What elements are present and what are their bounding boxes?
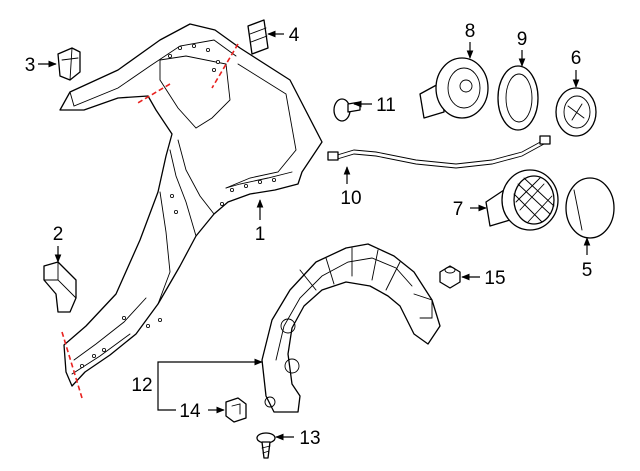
callout-1: 1	[255, 224, 266, 245]
leader-12	[157, 358, 263, 380]
quarter-panel[interactable]	[59, 23, 323, 387]
leader-lines	[38, 30, 591, 441]
bracket-2[interactable]	[43, 261, 77, 313]
fuel-filler-housing[interactable]	[419, 57, 489, 119]
callout-9: 9	[517, 29, 528, 50]
cut-line-pillar	[211, 43, 239, 89]
release-cable[interactable]	[327, 135, 551, 169]
retainer-14[interactable]	[225, 397, 247, 423]
callout-6: 6	[571, 48, 582, 69]
callout-13: 13	[299, 428, 320, 449]
callout-3: 3	[25, 55, 36, 76]
callout-15: 15	[484, 268, 505, 289]
cut-line-roof	[135, 83, 171, 105]
fuel-cap[interactable]	[555, 87, 597, 137]
wheelhouse-liner[interactable]	[261, 243, 441, 413]
cut-line-rocker	[61, 331, 83, 399]
callout-4: 4	[289, 25, 300, 46]
callout-10: 10	[340, 188, 361, 209]
callout-7: 7	[453, 199, 464, 220]
screw-13[interactable]	[256, 432, 276, 459]
filler-door-housing[interactable]	[485, 169, 559, 231]
callout-14: 14	[179, 401, 201, 422]
clip-3[interactable]	[57, 47, 81, 81]
leader-12-lower	[157, 380, 176, 411]
pad-4[interactable]	[247, 19, 269, 55]
filler-ring[interactable]	[497, 65, 539, 131]
callout-12: 12	[131, 375, 152, 396]
fuel-door[interactable]	[565, 177, 615, 239]
callout-11: 11	[376, 95, 396, 116]
callout-2: 2	[53, 224, 64, 245]
callout-labels: 1 2 3 4 5 6 7 8 9 10 11 12 13 14 15	[25, 21, 593, 449]
cut-lines	[61, 43, 239, 399]
callout-8: 8	[465, 21, 476, 42]
push-pin[interactable]	[333, 98, 361, 122]
nut-15[interactable]	[439, 265, 461, 289]
callout-5: 5	[582, 260, 593, 281]
